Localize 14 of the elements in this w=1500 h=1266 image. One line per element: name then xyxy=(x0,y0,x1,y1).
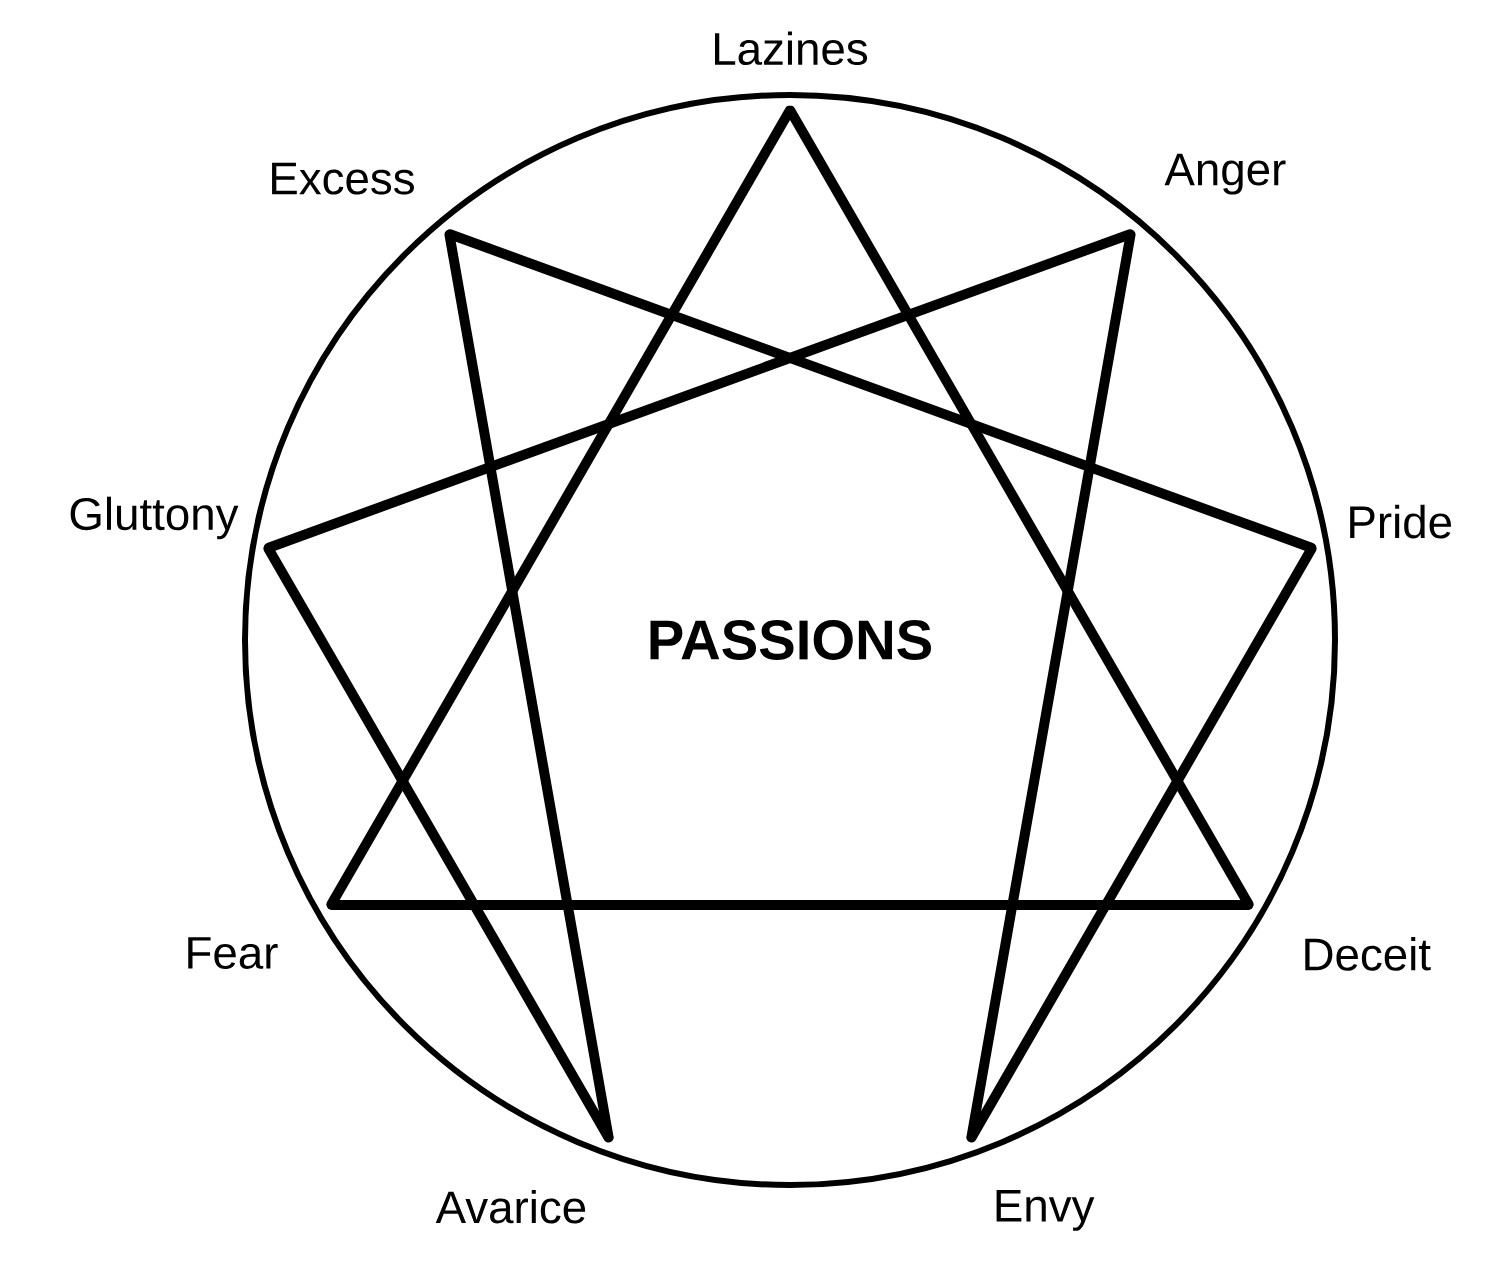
vertex-label: Excess xyxy=(272,162,414,195)
vertex-label: Fear xyxy=(188,937,278,969)
vertex-label: Gluttony xyxy=(70,496,239,540)
vertex-label: Envy xyxy=(996,1189,1095,1231)
vertex-label: Anger xyxy=(1164,153,1286,195)
vertex-label: Avarice xyxy=(435,1189,586,1224)
line xyxy=(263,229,1135,553)
line xyxy=(326,105,795,910)
line xyxy=(326,900,1254,910)
line xyxy=(445,229,1317,553)
vertex-label: Deceit xyxy=(1305,937,1431,971)
vertex-label: Pride xyxy=(1350,504,1452,539)
center-label: PASSIONS xyxy=(650,620,931,660)
vertex-label: Lazines xyxy=(715,31,868,66)
